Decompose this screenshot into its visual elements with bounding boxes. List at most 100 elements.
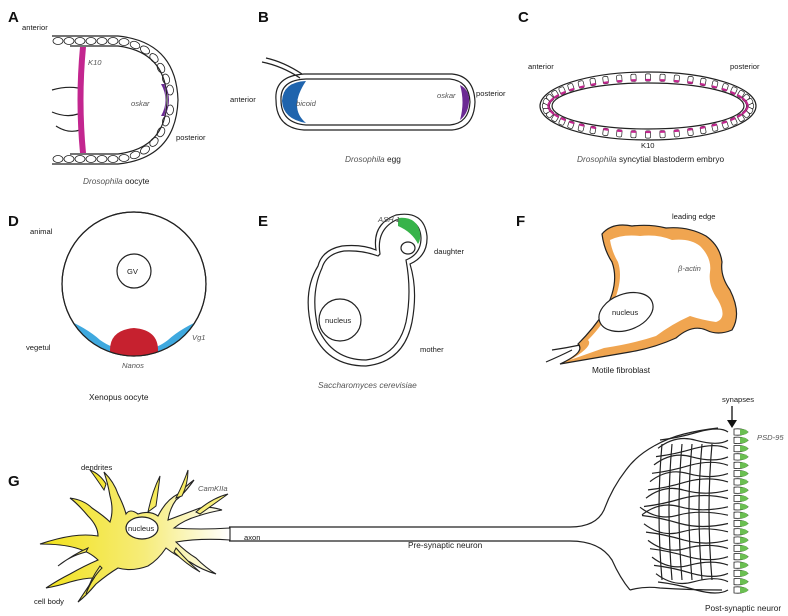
dendrite-branch bbox=[658, 439, 728, 449]
postsynaptic-label: Post-synaptic neuror bbox=[705, 603, 781, 613]
panel-c-letter: C bbox=[518, 9, 529, 26]
panel-e-caption: Saccharomyces cerevisiae bbox=[318, 380, 417, 390]
dendrite-branch bbox=[644, 496, 728, 507]
blastoderm-nucleus bbox=[578, 80, 585, 88]
psd95-spine bbox=[734, 495, 748, 501]
panel-b-letter: B bbox=[258, 9, 269, 26]
psd95-spine bbox=[734, 512, 748, 518]
dendrite-branch bbox=[646, 532, 728, 543]
blastoderm-nucleus bbox=[645, 131, 650, 138]
psd95-spine bbox=[734, 479, 748, 485]
panel-a: A anterior bbox=[8, 9, 206, 186]
animal-label: animal bbox=[30, 227, 53, 236]
panel-f-letter: F bbox=[516, 213, 525, 230]
psd95-spine bbox=[734, 570, 748, 576]
psd95-spine bbox=[734, 587, 748, 593]
posterior-label-c: posterior bbox=[730, 62, 760, 71]
dendrites-label: dendrites bbox=[81, 463, 112, 472]
embryo-inner bbox=[552, 83, 744, 129]
psd95-spine bbox=[734, 462, 748, 468]
psd95-spine bbox=[734, 470, 748, 476]
mother-label: mother bbox=[420, 345, 444, 354]
posterior-label: posterior bbox=[176, 133, 206, 142]
leading-edge-label: leading edge bbox=[672, 212, 716, 221]
panel-b-caption: Drosophila egg bbox=[345, 154, 401, 164]
blastoderm-nucleus bbox=[711, 123, 718, 131]
k10-label-c: K10 bbox=[641, 141, 655, 150]
anterior-label-b: anterior bbox=[230, 95, 256, 104]
blastoderm-nucleus bbox=[631, 130, 636, 137]
synapses-arrowhead bbox=[727, 420, 737, 428]
gv-label: GV bbox=[127, 267, 139, 276]
psd95-label: PSD-95 bbox=[757, 433, 784, 442]
ash1-label: ASH 1 bbox=[377, 215, 400, 224]
oocyte-outer-outline bbox=[52, 36, 178, 164]
follicle-cells bbox=[53, 38, 174, 163]
blastoderm-nucleus bbox=[558, 117, 566, 126]
blastoderm-nucleus bbox=[722, 83, 729, 91]
blastoderm-nucleus bbox=[711, 80, 718, 88]
ash1-cap bbox=[398, 218, 420, 244]
dendrite-connector bbox=[659, 444, 662, 580]
blastoderm-nucleus bbox=[730, 86, 738, 95]
psd95-spine bbox=[734, 429, 748, 435]
blastoderm-nucleus bbox=[687, 128, 693, 136]
psd95-spine bbox=[734, 554, 748, 560]
dendrite-connector bbox=[669, 444, 672, 580]
blastoderm-nucleus bbox=[660, 74, 665, 81]
anterior-label: anterior bbox=[22, 23, 48, 32]
blastoderm-nucleus bbox=[616, 75, 622, 83]
blastoderm-nucleus bbox=[578, 123, 585, 131]
nanos-label: Nanos bbox=[122, 361, 144, 370]
nurse-cell-lines bbox=[52, 87, 80, 131]
panel-f-caption: Motile fibroblast bbox=[592, 365, 651, 375]
panel-e-letter: E bbox=[258, 213, 268, 230]
blastoderm-nucleus bbox=[645, 74, 650, 81]
blastoderm-nucleus bbox=[722, 120, 729, 128]
axon bbox=[229, 446, 654, 590]
panel-d-letter: D bbox=[8, 213, 19, 230]
oskar-posterior-crescent bbox=[161, 82, 169, 118]
vegetal-label: vegetul bbox=[26, 343, 51, 352]
presynaptic-label: Pre-synaptic neuron bbox=[408, 540, 483, 550]
blastoderm-nucleus bbox=[590, 126, 596, 134]
blastoderm-nucleus bbox=[687, 76, 693, 84]
dendrite-branch bbox=[642, 516, 728, 527]
blastoderm-nucleus bbox=[558, 86, 566, 95]
dendrite-branch bbox=[658, 582, 728, 593]
panel-d-caption: Xenopus oocyte bbox=[89, 392, 149, 402]
oskar-label-b: oskar bbox=[437, 91, 456, 100]
blastoderm-nucleus bbox=[616, 129, 622, 137]
daughter-label: daughter bbox=[434, 247, 464, 256]
postsynaptic-tree bbox=[630, 428, 728, 593]
psd95-spine bbox=[734, 520, 748, 526]
blastoderm-nucleus bbox=[603, 76, 609, 84]
panel-e: E nucleus ASH 1 daughter mother Saccharo… bbox=[258, 213, 464, 390]
psd95-spine bbox=[734, 537, 748, 543]
synapses-label: synapses bbox=[722, 395, 754, 404]
panel-c-caption: Drosophila syncytial blastoderm embryo bbox=[577, 154, 724, 164]
psd95-spine bbox=[734, 445, 748, 451]
panel-g: G nucleus synapses PSD-95 dendrites CamK… bbox=[8, 395, 784, 613]
embryo-outer bbox=[540, 72, 756, 140]
psd95-spine bbox=[734, 545, 748, 551]
panel-c: C anterior posterior K10 Drosophila sync… bbox=[518, 9, 760, 164]
panel-f: F nucleus leading edge β-actin Motile fi… bbox=[516, 212, 737, 375]
cell-body-label: cell body bbox=[34, 597, 64, 606]
blastoderm-nucleus bbox=[603, 128, 609, 136]
blastoderm-nucleus bbox=[631, 74, 636, 81]
blastoderm-nucleus bbox=[567, 83, 574, 91]
bicoid-label: bicoid bbox=[296, 99, 317, 108]
blastoderm-nucleus bbox=[674, 75, 680, 83]
psd95-spine bbox=[734, 487, 748, 493]
vg1-label: Vg1 bbox=[192, 333, 206, 342]
panel-a-letter: A bbox=[8, 9, 19, 26]
blastoderm-nucleus bbox=[700, 126, 706, 134]
nucleus-label-g: nucleus bbox=[128, 524, 154, 533]
panel-a-caption: Drosophila oocyte bbox=[83, 176, 150, 186]
blastoderm-nucleus bbox=[590, 78, 596, 86]
psd95-spines bbox=[734, 429, 748, 593]
dendrite-branch bbox=[650, 549, 728, 560]
panel-b: B bicoid oskar anterior posterior Drosop… bbox=[230, 9, 506, 164]
